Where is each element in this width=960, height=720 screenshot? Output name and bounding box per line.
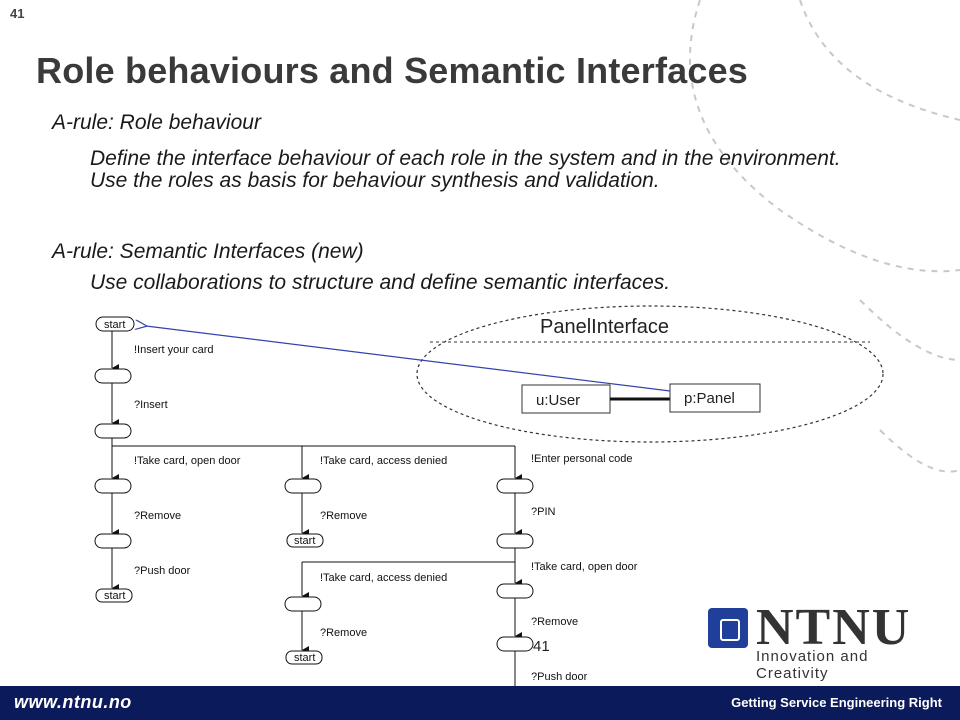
signal-label: ?Push door — [134, 565, 191, 577]
signal-label: ?Insert — [134, 399, 168, 411]
ntnu-logo: NTNU Innovation and Creativity — [700, 599, 940, 682]
signal-label: !Take card, access denied — [320, 572, 447, 584]
state — [284, 478, 322, 494]
state — [94, 533, 132, 549]
start-state — [95, 588, 133, 603]
start-label: start — [294, 652, 315, 664]
signal-label: ?PIN — [531, 506, 556, 518]
rule-2-heading: A-rule: Semantic Interfaces (new) — [52, 240, 364, 263]
role-panel-box — [669, 383, 761, 413]
state — [496, 636, 534, 652]
start-label: start — [104, 590, 125, 602]
logo-wordmark: NTNU — [756, 599, 912, 656]
signal-label: !Insert your card — [134, 344, 213, 356]
signal-label: ?Push door — [531, 671, 588, 683]
role-user-label: u:User — [536, 392, 580, 409]
footer-url[interactable]: www.ntnu.no — [14, 692, 132, 712]
rule-1-body: Define the interface behaviour of each r… — [90, 147, 841, 192]
state — [94, 368, 132, 384]
footer-bar: www.ntnu.no Getting Service Engineering … — [0, 686, 960, 720]
start-label: start — [294, 535, 315, 547]
slide-title: Role behaviours and Semantic Interfaces — [36, 50, 749, 91]
signal-label: ?Remove — [320, 627, 367, 639]
start-label: start — [104, 319, 125, 331]
start-state — [286, 533, 324, 548]
start-state — [285, 650, 323, 665]
rule-1-heading: A-rule: Role behaviour — [52, 111, 261, 134]
signal-label: !Take card, open door — [134, 455, 241, 467]
signal-label: !Take card, open door — [531, 561, 638, 573]
reference-arrow — [146, 326, 671, 392]
signal-label: ?Remove — [320, 510, 367, 522]
page-number-overlay: 41 — [533, 638, 550, 655]
state — [496, 478, 534, 494]
collaboration-ellipse — [416, 305, 884, 443]
state — [496, 583, 534, 599]
collaboration-name: PanelInterface — [540, 316, 669, 338]
logo-mark-icon — [708, 608, 748, 648]
signal-label: ?Remove — [531, 616, 578, 628]
signal-label: !Take card, access denied — [320, 455, 447, 467]
logo-tagline: Innovation and Creativity — [756, 648, 869, 682]
start-state — [95, 316, 135, 332]
footer-tagline: Getting Service Engineering Right — [731, 695, 942, 710]
role-panel-label: p:Panel — [684, 390, 735, 407]
signal-label: !Enter personal code — [531, 453, 633, 465]
state — [496, 533, 534, 549]
signal-label: ?Remove — [134, 510, 181, 522]
state — [94, 478, 132, 494]
slide-number: 41 — [10, 6, 25, 21]
state — [284, 596, 322, 612]
state — [94, 423, 132, 439]
rule-2-body: Use collaborations to structure and defi… — [90, 271, 671, 294]
